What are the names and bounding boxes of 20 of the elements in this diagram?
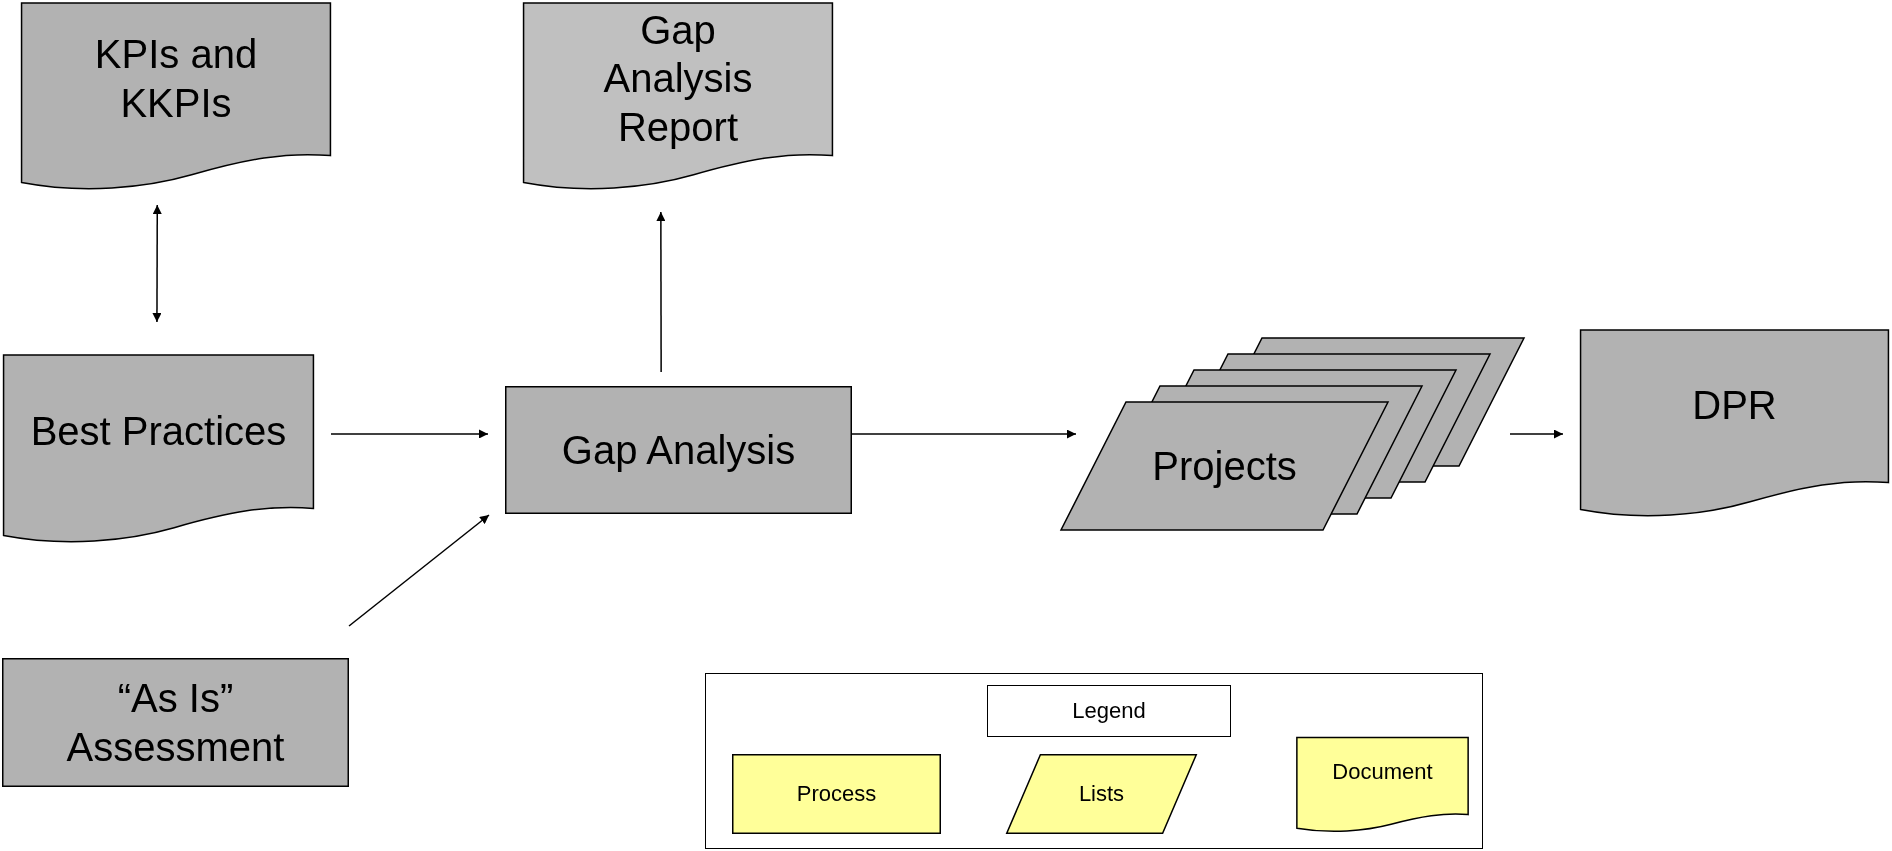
arrow xyxy=(330,429,489,439)
legend-label: Document xyxy=(1332,758,1433,785)
list-stack xyxy=(1061,337,1528,530)
legend-label: Lists xyxy=(1078,781,1125,807)
arrow xyxy=(348,514,490,627)
legend-title: Legend xyxy=(987,685,1231,737)
arrow xyxy=(656,211,666,373)
node-label: Projects xyxy=(1152,442,1297,490)
node-label: Gap Analysis xyxy=(561,426,796,474)
node-label: Gap Analysis Report xyxy=(602,6,754,152)
process-box xyxy=(505,386,852,514)
node-label: DPR xyxy=(1692,382,1777,430)
node-label: “As Is” Assessment xyxy=(65,674,286,771)
node-label: Best Practices xyxy=(30,407,287,455)
process-box xyxy=(2,658,349,787)
arrow xyxy=(851,429,1077,439)
arrow xyxy=(1509,429,1564,439)
legend-label: Process xyxy=(796,781,877,807)
node-label: KPIs and KKPIs xyxy=(93,31,259,127)
arrow xyxy=(152,204,162,323)
